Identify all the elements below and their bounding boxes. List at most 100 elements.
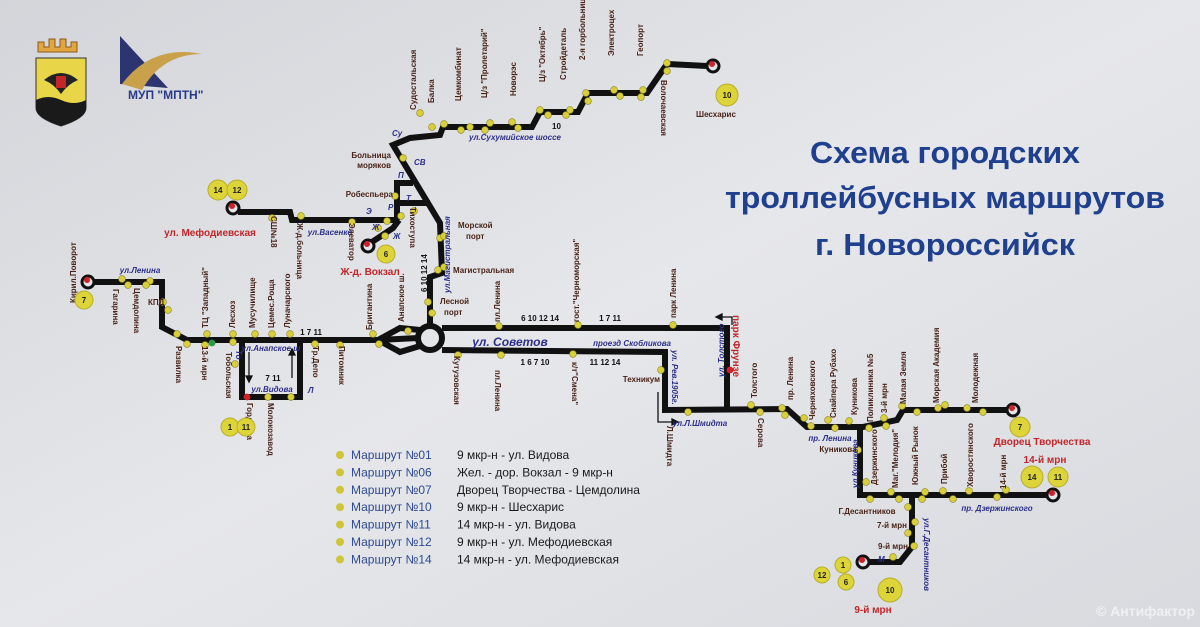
map-label: Анапское ш. <box>397 273 406 322</box>
street-label: Л <box>307 386 314 395</box>
direction-arrows <box>244 312 733 427</box>
stop-marker <box>486 119 494 127</box>
stop-marker <box>404 327 412 335</box>
stop-marker <box>865 424 873 432</box>
stop-marker <box>159 298 167 306</box>
legend-dot-icon <box>336 485 344 494</box>
map-label: Бригантина <box>365 283 374 330</box>
route-badge-number: 7 <box>1018 423 1023 432</box>
map-label: Тобольская <box>224 352 233 399</box>
map-label: Техникум <box>623 375 660 384</box>
route-numbers-label: 6 10 12 14 <box>521 314 559 323</box>
route-badge-circle <box>236 417 256 437</box>
stop-marker <box>889 553 897 561</box>
route-badge: 1 <box>834 556 852 574</box>
stop-marker <box>904 529 912 537</box>
legend-route-name: Маршрут №07 <box>351 483 432 497</box>
street-label: ул. Советов <box>471 335 548 349</box>
map-label: 13-й мрн <box>200 346 209 381</box>
map-label: Балка <box>427 79 436 103</box>
street-label: ул.Куникова <box>851 439 860 489</box>
stop-marker <box>173 330 181 338</box>
map-label: порт <box>444 308 463 317</box>
line-sovetov-north <box>442 325 730 410</box>
legend-route-name: Маршрут №01 <box>351 448 432 462</box>
terminal-marker <box>859 557 865 563</box>
stop-marker <box>440 232 448 240</box>
map-label: Ц/з "Октябрь" <box>538 26 547 82</box>
stop-marker <box>882 422 890 430</box>
stop-marker <box>497 351 505 359</box>
stop-marker <box>440 120 448 128</box>
route-badge: 6 <box>376 244 396 264</box>
stop-marker <box>941 401 949 409</box>
route-badge-circle <box>837 573 855 591</box>
map-label: 3-й мрн <box>880 383 889 413</box>
stop-marker <box>416 109 424 117</box>
map-label: Черняховского <box>808 360 817 420</box>
legend-dot-icon <box>336 503 344 512</box>
street-label: ул.Ленина <box>119 266 161 275</box>
legend-route-description: 9 мкр-н - Шесхарис <box>457 500 564 514</box>
street-label: СВ <box>414 158 426 167</box>
stop-marker <box>201 341 209 349</box>
legend-dot-icon <box>336 520 344 529</box>
route-badge-circle <box>1009 416 1031 438</box>
stop-marker <box>264 393 272 401</box>
street-label: М <box>878 555 885 564</box>
stop-marker <box>934 404 942 412</box>
street-label: Ж <box>392 232 401 241</box>
legend-route-name: Маршрут №14 <box>351 552 432 566</box>
stop-marker <box>898 402 906 410</box>
stop-marker <box>164 306 172 314</box>
stop-marker <box>895 495 903 503</box>
map-label: Морская Академия <box>932 327 941 403</box>
stop-marker <box>369 330 377 338</box>
route-badge-number: 10 <box>723 91 732 100</box>
map-label: пл.Ленина <box>493 370 502 412</box>
stop-marker <box>663 67 671 75</box>
stop-marker <box>887 488 895 496</box>
stop-marker <box>391 192 399 200</box>
line-west-lower-arm <box>376 337 421 356</box>
stop-marker <box>374 224 382 232</box>
route-badge-number: 12 <box>233 186 242 195</box>
stop-marker <box>286 330 294 338</box>
stop-marker <box>684 408 692 416</box>
stop-marker <box>229 330 237 338</box>
stop-marker <box>381 232 389 240</box>
stop-marker <box>663 59 671 67</box>
route-badge: 7 <box>74 290 94 310</box>
street-label: Э <box>366 207 372 216</box>
map-label: КПД <box>148 298 165 307</box>
stop-marker <box>582 89 590 97</box>
stop-marker <box>231 360 239 368</box>
street-label: проезд Скобликова <box>593 339 671 348</box>
stop-marker <box>963 404 971 412</box>
legend-route-name: Маршрут №06 <box>351 465 432 479</box>
map-label: Ц/з "Пролетарий" <box>480 28 489 98</box>
stop-marker <box>921 488 929 496</box>
stop-marker <box>911 518 919 526</box>
legend-route-description: 9 мкр-н - ул. Видова <box>457 448 569 462</box>
map-label: пр. Ленина <box>786 356 795 400</box>
stop-marker <box>348 218 356 226</box>
stop-marker <box>434 266 442 274</box>
stop-marker <box>669 321 677 329</box>
street-label: Ж <box>371 223 380 232</box>
route-badge: 11 <box>236 417 256 437</box>
map-label: СШ№18 <box>269 216 278 248</box>
street-label: ул.Видова <box>250 385 293 394</box>
map-label: Молодежная <box>971 353 980 403</box>
stop-marker <box>616 92 624 100</box>
stop-marker <box>514 124 522 132</box>
map-label: Геопорт <box>636 24 645 56</box>
